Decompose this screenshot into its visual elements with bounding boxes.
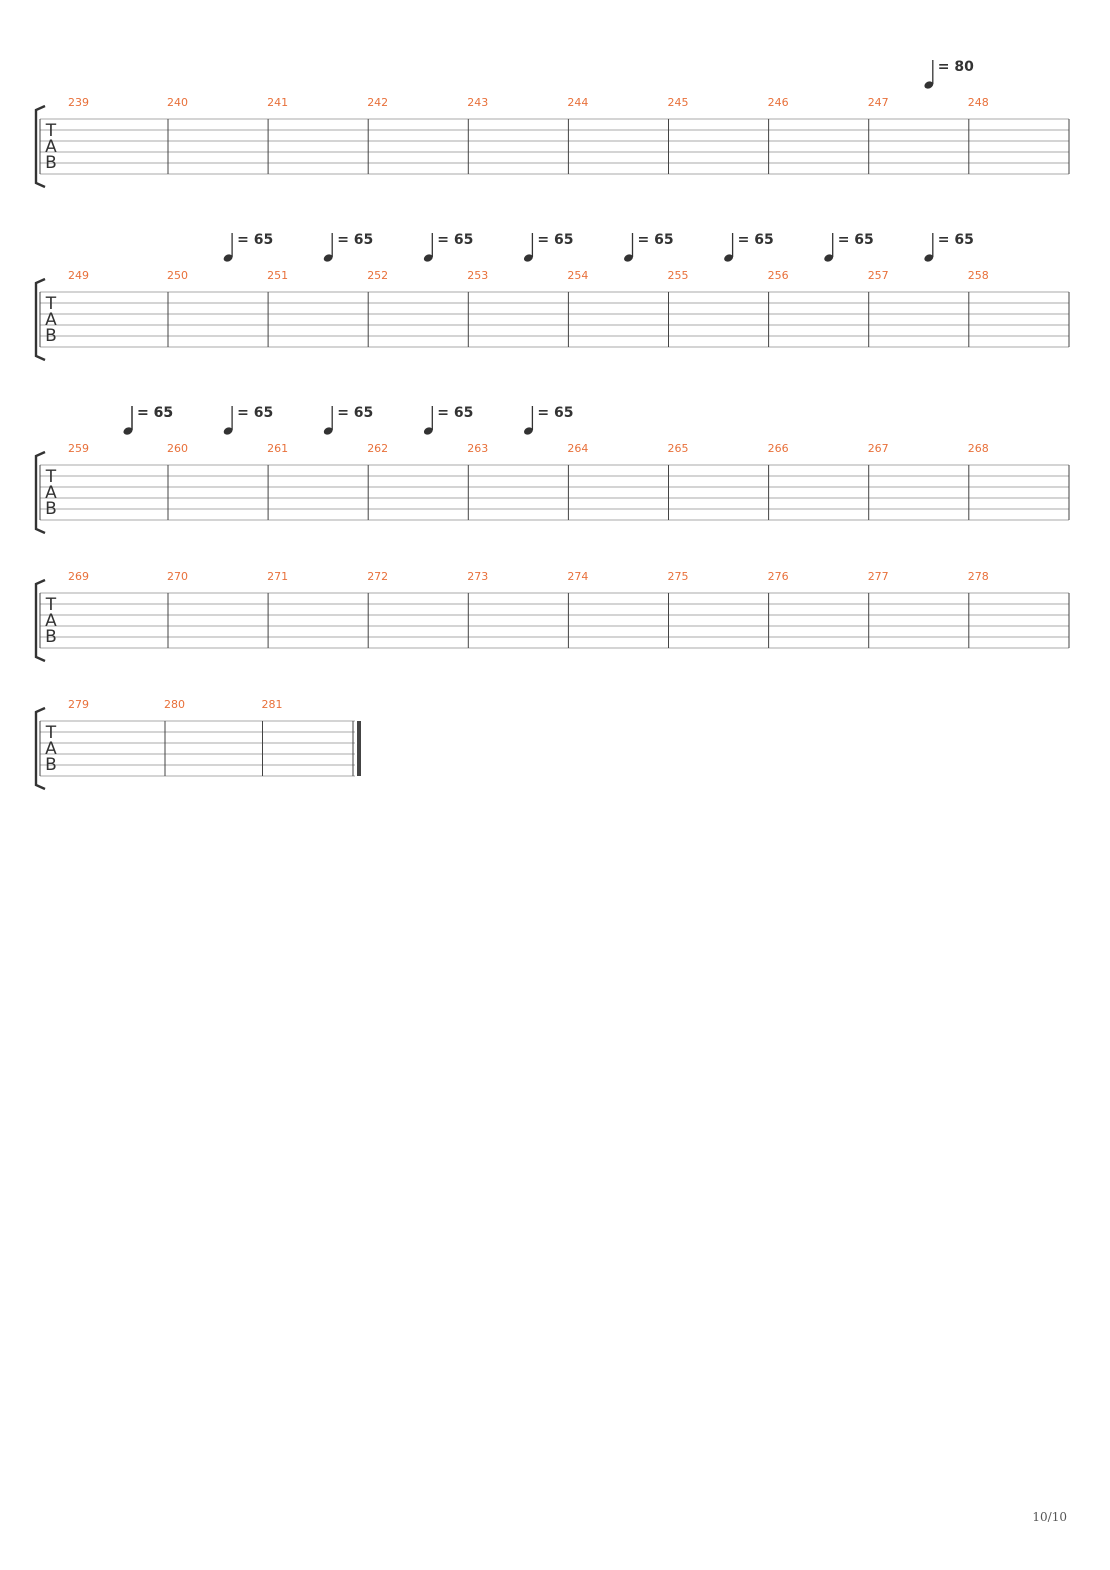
tempo-marking: = 65 [638, 232, 674, 248]
tempo-marking: = 65 [337, 405, 373, 421]
tempo-marking: = 65 [437, 232, 473, 248]
measure-number: 256 [768, 269, 789, 282]
tempo-marking: = 65 [838, 232, 874, 248]
measure-number: 265 [668, 442, 689, 455]
measure-number: 271 [267, 570, 288, 583]
quarter-note-icon [223, 233, 233, 262]
measure-number: 249 [68, 269, 89, 282]
measure-number: 242 [367, 96, 388, 109]
measure-number: 247 [868, 96, 889, 109]
tempo-marking: = 65 [437, 405, 473, 421]
tempo-marking: = 65 [337, 232, 373, 248]
tab-clef-letter: B [45, 499, 57, 519]
system-bracket [34, 277, 46, 362]
tab-clef-letter: T [45, 467, 57, 487]
quarter-note-icon [924, 60, 934, 89]
measure-number: 251 [267, 269, 288, 282]
quarter-note-icon [523, 233, 534, 262]
quarter-note-icon [423, 233, 433, 262]
page-number: 10/10 [1032, 1510, 1067, 1524]
measure-number: 240 [167, 96, 188, 109]
measure-number: 263 [467, 442, 488, 455]
quarter-note-icon [624, 233, 634, 262]
measure-number: 258 [968, 269, 989, 282]
measure-number: 280 [164, 698, 185, 711]
system-bracket [34, 104, 46, 189]
measure-number: 267 [868, 442, 889, 455]
system-bracket [34, 450, 46, 535]
measure-number: 239 [68, 96, 89, 109]
quarter-note-icon [323, 406, 333, 435]
tempo-marking: = 65 [537, 232, 573, 248]
measure-number: 276 [768, 570, 789, 583]
measure-number: 270 [167, 570, 188, 583]
system-bracket [34, 578, 46, 663]
tab-clef-letter: A [45, 739, 57, 759]
measure-number: 269 [68, 570, 89, 583]
measure-number: 255 [668, 269, 689, 282]
tempo-marking: = 80 [938, 59, 974, 75]
measure-number: 245 [668, 96, 689, 109]
tab-clef-letter: B [45, 153, 57, 173]
measure-number: 264 [567, 442, 588, 455]
measure-number: 260 [167, 442, 188, 455]
quarter-note-icon [423, 406, 433, 435]
tempo-marking: = 65 [137, 405, 173, 421]
quarter-note-icon [323, 233, 333, 262]
measure-number: 252 [367, 269, 388, 282]
tempo-marking: = 65 [938, 232, 974, 248]
quarter-note-icon [724, 233, 734, 262]
quarter-note-icon [123, 406, 133, 435]
measure-number: 261 [267, 442, 288, 455]
measure-number: 272 [367, 570, 388, 583]
measure-number: 241 [267, 96, 288, 109]
measure-number: 266 [768, 442, 789, 455]
measure-number: 257 [868, 269, 889, 282]
quarter-note-icon [824, 233, 834, 262]
tab-clef-letter: T [45, 595, 57, 615]
tab-clef-letter: A [45, 310, 57, 330]
tempo-marking: = 65 [537, 405, 573, 421]
tab-clef-letter: A [45, 611, 57, 631]
measure-number: 278 [968, 570, 989, 583]
tab-clef-letter: B [45, 326, 57, 346]
system-bracket [34, 706, 46, 791]
measure-number: 248 [968, 96, 989, 109]
measure-number: 279 [68, 698, 89, 711]
measure-number: 243 [467, 96, 488, 109]
measure-number: 262 [367, 442, 388, 455]
measure-number: 244 [567, 96, 588, 109]
measure-number: 277 [868, 570, 889, 583]
measure-number: 253 [467, 269, 488, 282]
quarter-note-icon [924, 233, 934, 262]
final-barline-thick [357, 721, 361, 776]
measure-number: 275 [668, 570, 689, 583]
measure-number: 259 [68, 442, 89, 455]
measure-number: 250 [167, 269, 188, 282]
tab-clef-letter: B [45, 627, 57, 647]
measure-number: 281 [262, 698, 283, 711]
tab-clef-letter: B [45, 755, 57, 775]
tab-clef-letter: A [45, 137, 57, 157]
quarter-note-icon [223, 406, 233, 435]
quarter-note-icon [523, 406, 534, 435]
tab-clef-letter: A [45, 483, 57, 503]
tab-clef-letter: T [45, 723, 57, 743]
tab-clef-letter: T [45, 121, 57, 141]
measure-number: 268 [968, 442, 989, 455]
tab-clef-letter: T [45, 294, 57, 314]
measure-number: 246 [768, 96, 789, 109]
measure-number: 254 [567, 269, 588, 282]
tempo-marking: = 65 [237, 232, 273, 248]
tempo-marking: = 65 [137, 405, 173, 421]
measure-number: 274 [567, 570, 588, 583]
tempo-marking: = 65 [237, 405, 273, 421]
measure-number: 273 [467, 570, 488, 583]
tempo-marking: = 65 [738, 232, 774, 248]
